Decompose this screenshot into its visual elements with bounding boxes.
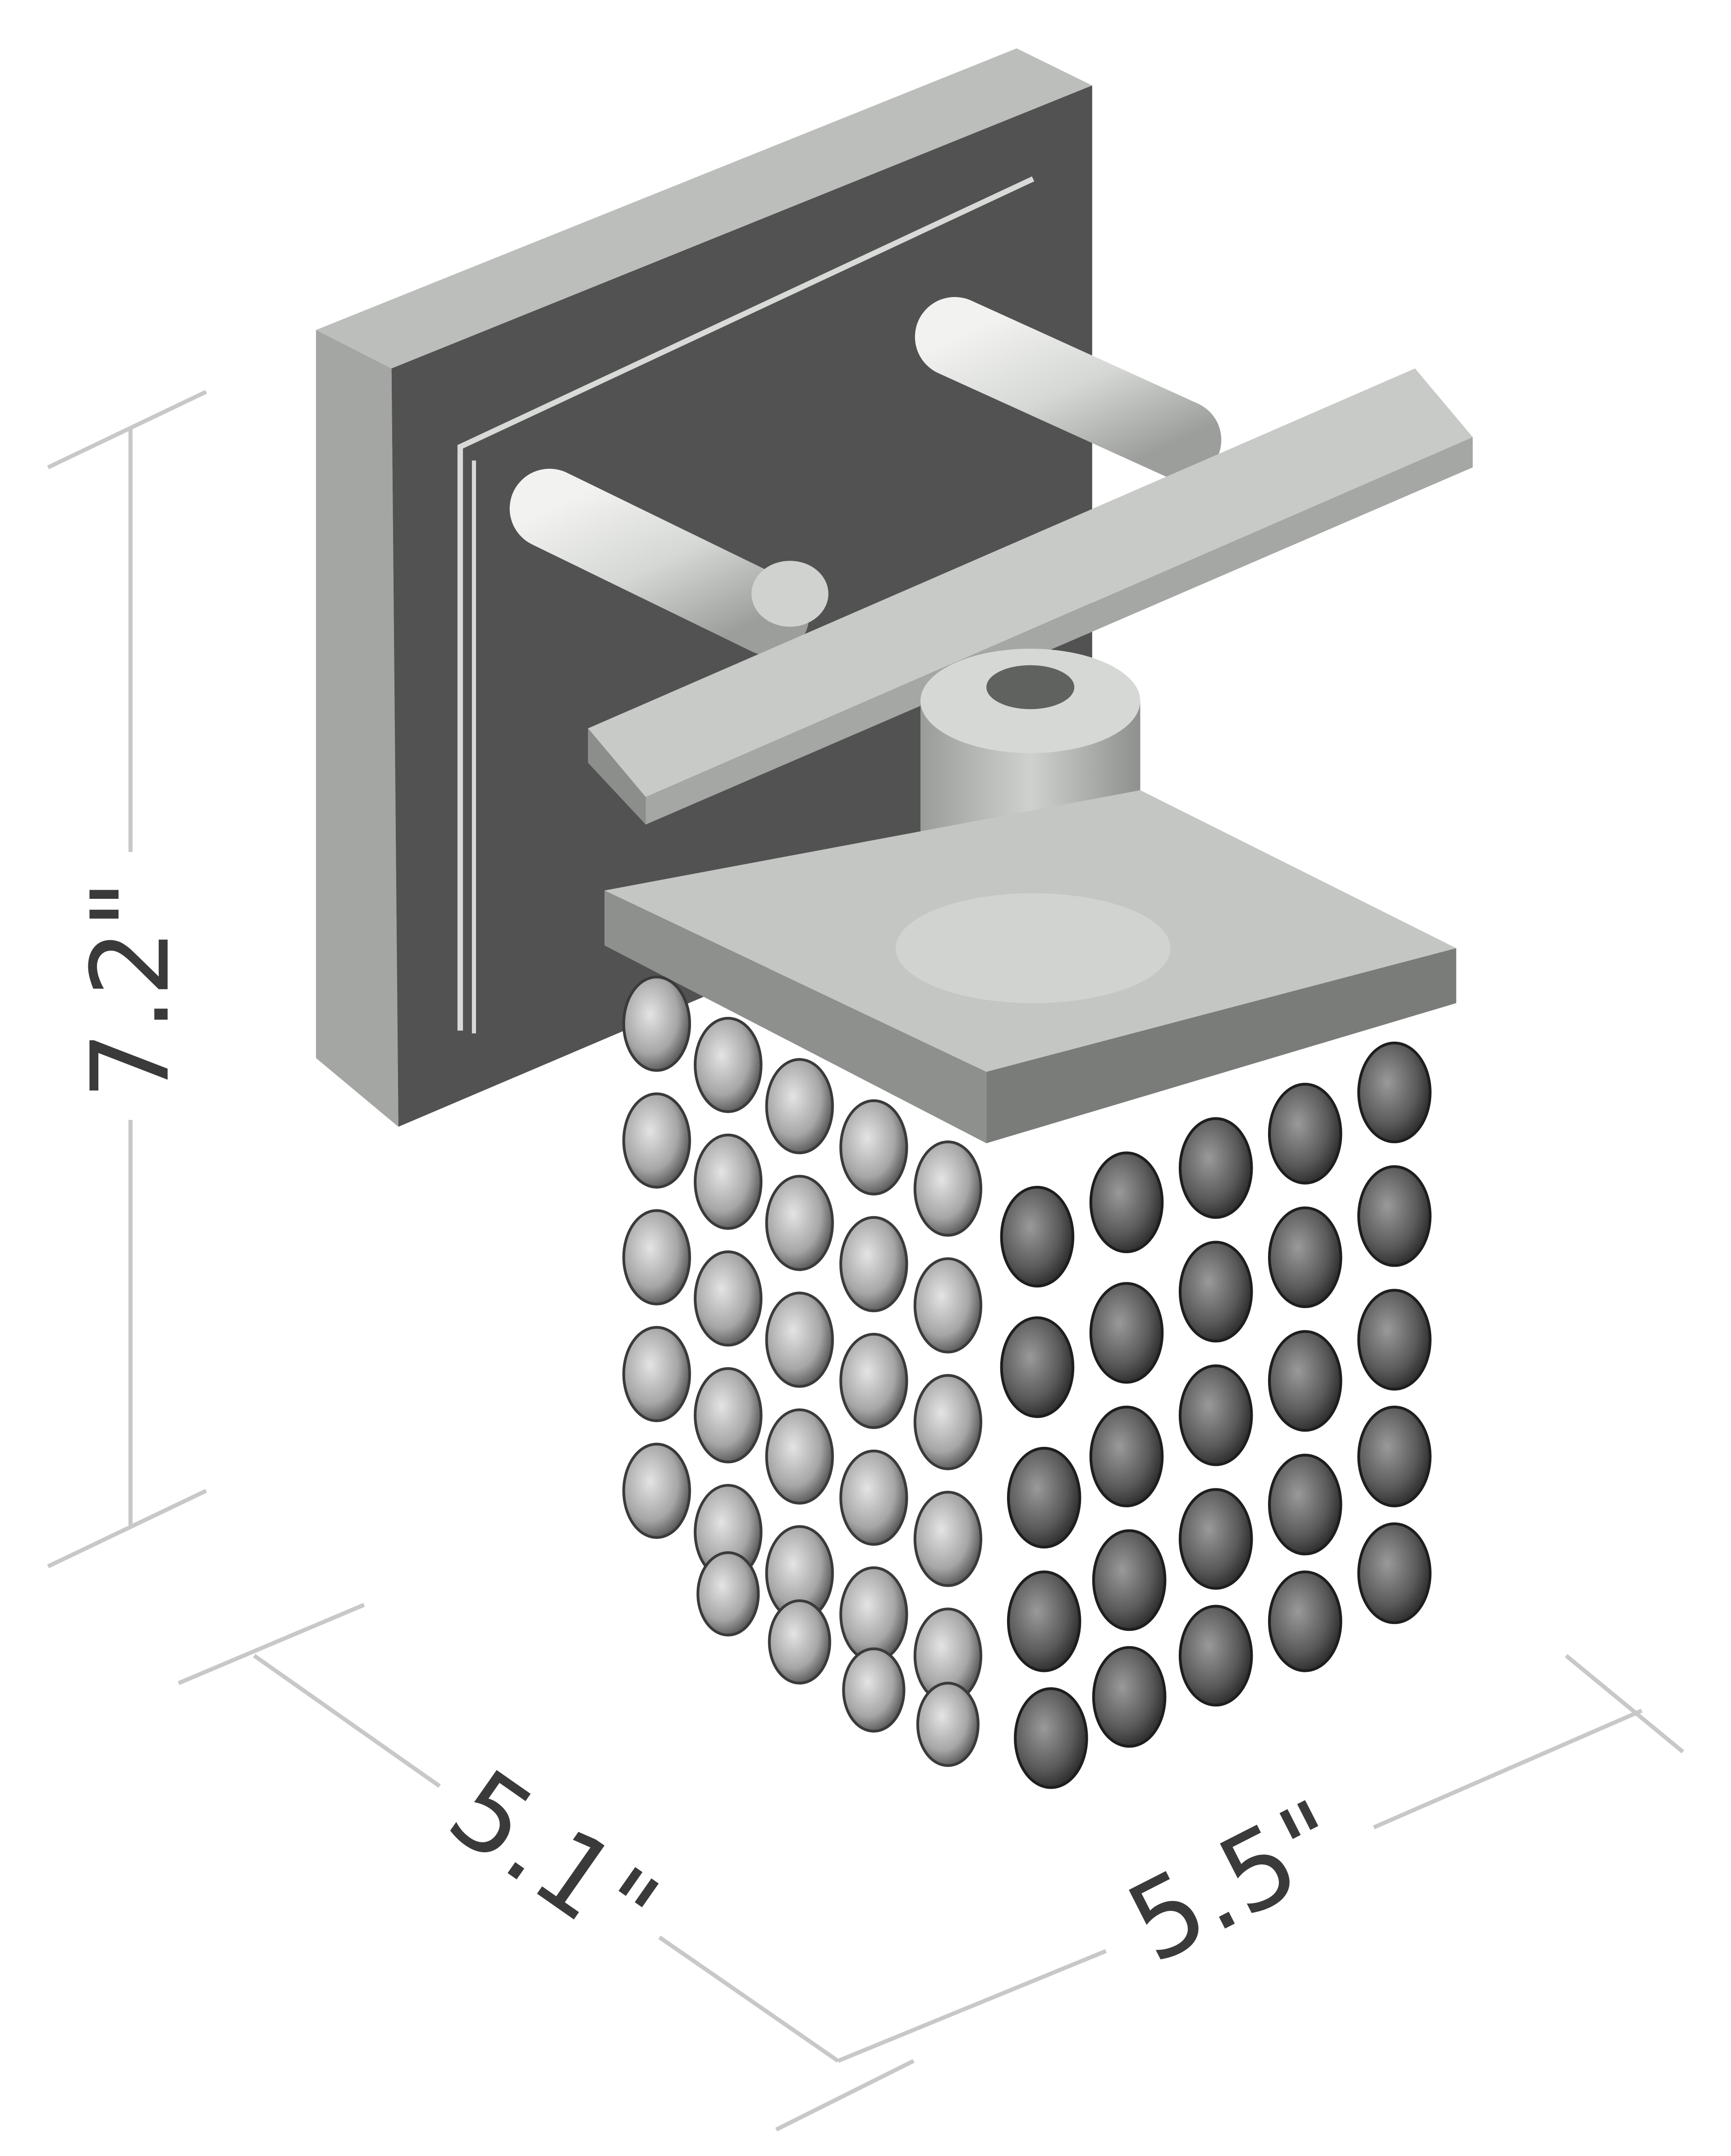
canopy-plate (604, 790, 1456, 1144)
depth-dimension (178, 1603, 915, 2132)
crystal-strands-right (1000, 1041, 1432, 1789)
cross-bar (588, 368, 1473, 825)
width-label: 5.5" (1109, 1776, 1361, 1987)
support-rods (509, 297, 1222, 656)
depth-label: 5.1" (428, 1746, 679, 1974)
width-dimension (837, 1654, 1685, 2063)
height-label: 7.2" (69, 879, 193, 1099)
height-dimension (47, 390, 207, 1569)
crystal-strands-left (622, 975, 983, 1767)
